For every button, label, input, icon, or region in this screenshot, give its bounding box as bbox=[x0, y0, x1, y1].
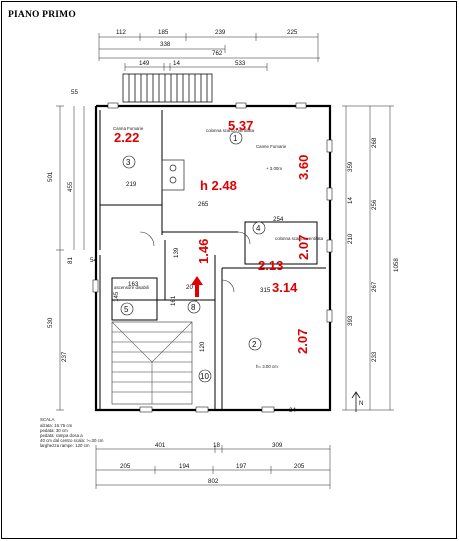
dim-inner-265: 265 bbox=[198, 201, 209, 208]
room-2: 2 bbox=[252, 340, 257, 349]
dim-right-233: 233 bbox=[371, 351, 378, 362]
dim-left-501: 501 bbox=[47, 171, 54, 182]
kitchen-counter bbox=[161, 159, 185, 191]
dim-left-237: 237 bbox=[61, 351, 68, 362]
scala-title: SCALA bbox=[40, 417, 54, 422]
dim-bottom-401: 401 bbox=[155, 442, 166, 449]
label-h-room1: + 3.00m bbox=[266, 166, 282, 171]
dim-right-359: 359 bbox=[347, 161, 354, 172]
top-dimension-lines bbox=[98, 33, 320, 71]
room-10: 10 bbox=[200, 372, 209, 381]
dim-inner-219: 219 bbox=[126, 181, 137, 188]
dim-bottom-205b: 205 bbox=[294, 463, 305, 470]
room-1: 1 bbox=[233, 134, 238, 143]
label-canna-fumarie: Canna Fumarie bbox=[113, 126, 144, 131]
dim-top-149: 149 bbox=[139, 60, 150, 67]
dim-bottom-18: 18 bbox=[213, 442, 220, 449]
dim-inner-254: 254 bbox=[273, 216, 284, 223]
page-title: PIANO PRIMO bbox=[8, 10, 76, 20]
dim-bottom-802: 802 bbox=[208, 478, 219, 485]
dim-bottom-194: 194 bbox=[179, 463, 190, 470]
dim-top-14: 14 bbox=[173, 60, 180, 67]
dim-left-455: 455 bbox=[67, 181, 74, 192]
dim-right-14: 14 bbox=[347, 197, 354, 204]
room-8: 8 bbox=[191, 303, 196, 312]
dim-inner-163: 163 bbox=[128, 281, 139, 288]
left-dimension-lines bbox=[56, 105, 85, 411]
bottom-dimension-lines bbox=[95, 445, 331, 489]
inner-walls bbox=[99, 110, 326, 410]
dim-left-530: 530 bbox=[47, 317, 54, 328]
entry-arrow-icon bbox=[191, 276, 203, 297]
scala-line-3: pedata: rampa dosa a bbox=[40, 433, 83, 438]
dim-right-267: 267 bbox=[371, 281, 378, 292]
room-circles bbox=[120, 131, 266, 383]
dim-right-256: 256 bbox=[371, 199, 378, 210]
scala-line-4: 40 cm dal centro scala: >=30 cm bbox=[40, 438, 104, 443]
label-colonna-scarico-2: colonna scarico ventilata bbox=[275, 236, 324, 241]
height-2-07-lower: 2.07 bbox=[295, 329, 310, 354]
dim-bottom-197: 197 bbox=[236, 463, 247, 470]
stairs bbox=[111, 321, 193, 405]
dim-left-54: 54 bbox=[90, 257, 97, 264]
room-4: 4 bbox=[256, 224, 261, 233]
dim-right-393: 393 bbox=[347, 315, 354, 326]
height-2-22: 2.22 bbox=[114, 130, 139, 145]
outer-walls bbox=[94, 104, 332, 412]
height-3-14: 3.14 bbox=[272, 280, 298, 295]
label-colonna-scarico-1: colonna scarico ventilata bbox=[206, 128, 255, 133]
height-3-60: 3.60 bbox=[296, 155, 311, 180]
height-2-07-upper: 2.07 bbox=[296, 235, 311, 260]
scala-line-2: pedata: 30 cm bbox=[40, 428, 68, 433]
dim-inner-161: 161 bbox=[170, 295, 177, 306]
dim-right-268: 268 bbox=[371, 137, 378, 148]
dim-left-55: 55 bbox=[71, 89, 78, 96]
dim-inner-139: 139 bbox=[173, 247, 180, 258]
scala-line-5: larghezza rampe: 120 cm bbox=[40, 443, 90, 448]
right-dimension-lines bbox=[342, 105, 394, 411]
dim-right-1058: 1058 bbox=[393, 258, 400, 272]
dim-left-81: 81 bbox=[67, 257, 74, 264]
dim-right-210: 210 bbox=[347, 233, 354, 244]
north-arrow-icon bbox=[351, 391, 361, 412]
dim-bottom-309: 309 bbox=[272, 442, 283, 449]
dim-top-112: 112 bbox=[116, 29, 126, 36]
label-canne-fumarie: Canne Fumarie bbox=[256, 144, 287, 149]
dim-top-225: 225 bbox=[287, 29, 298, 36]
room-5: 5 bbox=[124, 305, 129, 314]
dim-bottom-34: 34 bbox=[289, 407, 296, 414]
dim-top-533: 533 bbox=[235, 60, 246, 67]
label-h-room2: h= 3.00 cm bbox=[256, 364, 278, 369]
windows bbox=[92, 102, 333, 413]
height-h-2-48: h 2.48 bbox=[200, 178, 237, 193]
height-5-37: 5.37 bbox=[228, 118, 253, 133]
height-1-46: 1.46 bbox=[196, 239, 211, 264]
label-ascensore: ascensore disabili bbox=[114, 285, 149, 290]
dim-left-145: 145 bbox=[113, 291, 120, 302]
dim-bottom-205a: 205 bbox=[120, 463, 131, 470]
height-2-13: 2.13 bbox=[258, 258, 283, 273]
north-label: N bbox=[359, 400, 363, 407]
dim-top-239: 239 bbox=[215, 29, 226, 36]
dim-inner-120: 120 bbox=[199, 341, 206, 352]
room-3: 3 bbox=[126, 158, 131, 167]
dim-inner-20: 20 bbox=[186, 284, 193, 291]
dim-inner-315: 315 bbox=[260, 287, 271, 294]
dim-top-762: 762 bbox=[212, 50, 223, 57]
dim-top-185: 185 bbox=[158, 29, 169, 36]
scala-line-1: alzata: 16.75 cm bbox=[40, 423, 73, 428]
dim-top-338: 338 bbox=[160, 41, 171, 48]
balcony bbox=[122, 73, 213, 103]
